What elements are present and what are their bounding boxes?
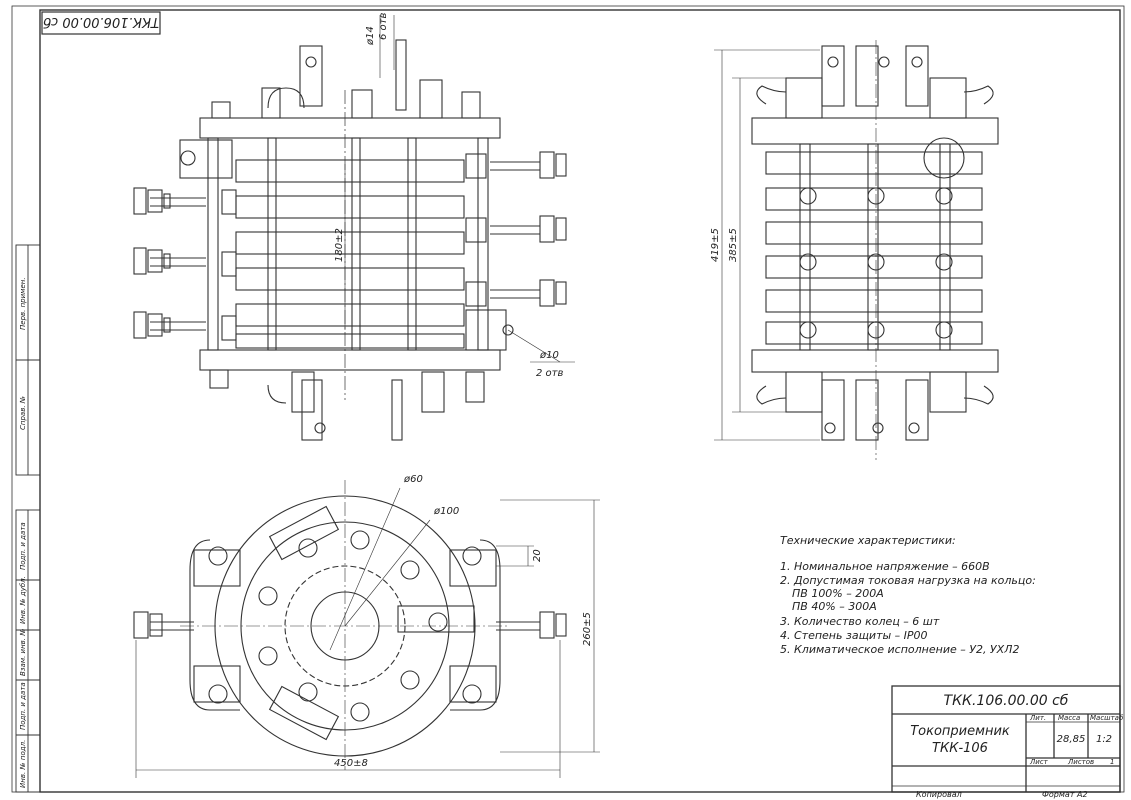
title-col-scale: Масштаб — [1090, 714, 1124, 722]
title-name-1: Токоприемник — [910, 724, 1010, 739]
title-name-2: ТКК-106 — [932, 741, 988, 756]
dim-hole14: ø14 — [365, 26, 376, 46]
title-doc-code: ТКК.106.00.00 сб — [944, 693, 1069, 709]
front-view — [133, 15, 575, 441]
side-view — [714, 40, 999, 460]
side-stamp-grid — [15, 244, 41, 793]
mirrored-stamp-box — [41, 11, 161, 35]
title-format: Формат А2 — [1042, 790, 1088, 799]
side-stamp-3: Подп. и дата — [19, 522, 27, 570]
tech-line-7: 5. Климатическое исполнение – У2, УХЛ2 — [780, 643, 1019, 656]
tech-line-5: 3. Количество колец – 6 шт — [780, 615, 940, 628]
side-stamp-1: Перв. примен. — [19, 277, 27, 330]
title-sheets-count: 1 — [1110, 758, 1114, 766]
title-block — [891, 685, 1121, 793]
drawing-texts: ТКК.106.00.00 сб ø14 6 отв 180±2 ø10 2 о… — [19, 13, 1124, 799]
title-col-lit: Лит. — [1029, 714, 1046, 722]
outer-frame — [11, 5, 1125, 793]
dim-len180: 180±2 — [334, 228, 345, 262]
side-stamp-4: Инв. № дубл. — [19, 576, 27, 624]
dim-len419: 419±5 — [710, 228, 721, 262]
title-sheet-label: Лист — [1029, 758, 1049, 766]
side-stamp-2: Справ. № — [19, 396, 27, 430]
top-view — [133, 480, 600, 778]
tech-line-3: ПВ 100% – 200А — [792, 587, 884, 600]
tech-line-4: ПВ 40% – 300А — [792, 600, 877, 613]
tech-heading: Технические характеристики: — [780, 534, 956, 547]
tech-line-2: 2. Допустимая токовая нагрузка на кольцо… — [780, 574, 1036, 587]
title-col-mass: Масса — [1058, 714, 1080, 722]
title-copied: Копировал — [916, 790, 962, 799]
dim-dia100: ø100 — [433, 506, 459, 517]
side-stamp-5: Взам. инв. № — [19, 628, 27, 676]
inner-frame — [39, 9, 1121, 793]
title-sheets-label: Листов — [1067, 758, 1094, 766]
title-scale: 1:2 — [1096, 734, 1112, 745]
mirrored-stamp-code: ТКК.106.00.00 сб — [43, 14, 159, 29]
tech-line-6: 4. Степень защиты – IP00 — [780, 629, 928, 642]
dim-hole10: ø10 — [539, 350, 559, 361]
dim-holes2: 2 отв — [536, 368, 563, 379]
dim-len450: 450±8 — [334, 758, 368, 769]
tech-line-1: 1. Номинальное напряжение – 660В — [780, 560, 990, 573]
dim-len260: 260±5 — [582, 612, 593, 646]
title-mass: 28,85 — [1057, 734, 1086, 745]
dim-len385: 385±5 — [728, 228, 739, 262]
side-stamp-6: Подп. и дата — [19, 682, 27, 730]
dim-holes6: 6 отв — [378, 13, 389, 40]
dim-gap20: 20 — [532, 549, 543, 562]
side-stamp-7: Инв. № подл. — [19, 740, 27, 788]
dim-dia60: ø60 — [403, 474, 423, 485]
